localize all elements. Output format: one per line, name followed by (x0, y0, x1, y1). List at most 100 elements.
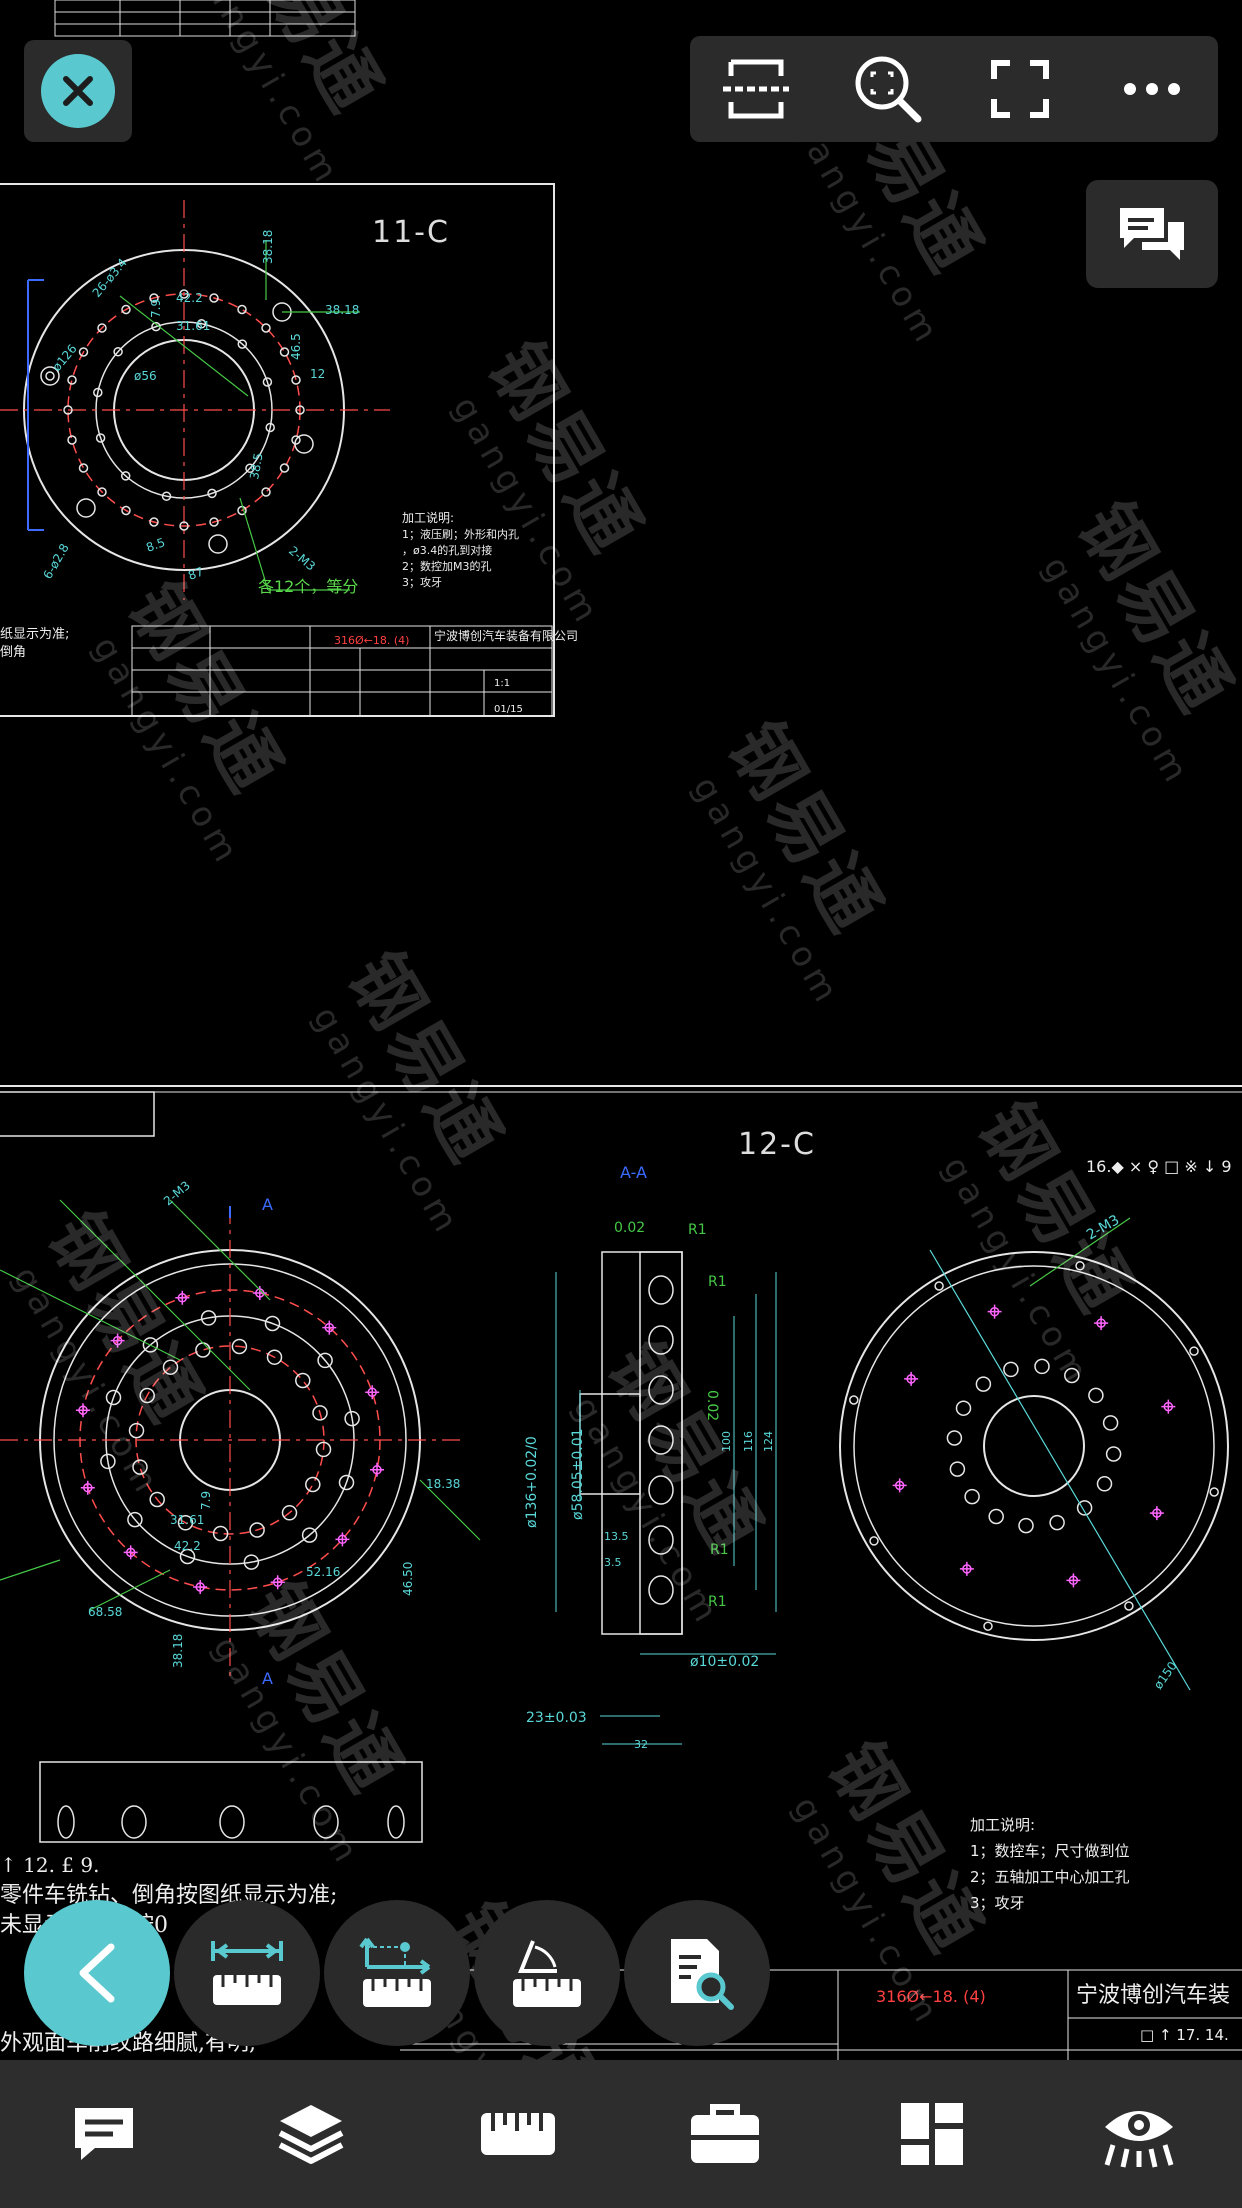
measure-linear-button[interactable] (174, 1900, 320, 2046)
bolt-hole (315, 1441, 332, 1458)
measure-coordinate-icon (359, 1937, 431, 2007)
close-button[interactable] (24, 40, 132, 142)
hole-center-mark (987, 1304, 1002, 1319)
bolt-hole (195, 1342, 211, 1358)
bolt-hole (139, 1387, 155, 1404)
bolt-hole (266, 1349, 283, 1365)
back-button[interactable] (24, 1900, 170, 2046)
sheet1-note-3: 2；数控加M3的孔 (402, 559, 492, 573)
toolbox-button[interactable] (665, 2074, 785, 2194)
hole-center-mark (335, 1532, 350, 1547)
dim-2-m3-right: 2-M3 (1084, 1212, 1122, 1243)
section-view-button[interactable] (711, 44, 801, 134)
tol-dia-58: ø58.05±0.01 (570, 1428, 586, 1520)
dim-38-5: 38.5 (247, 452, 265, 481)
bolt-hole (1105, 1446, 1122, 1462)
bolt-hole (67, 435, 77, 445)
document-search-icon (671, 1939, 734, 2010)
bolt-hole (162, 1359, 179, 1375)
sheet2-title-row: □ ↑ 17. 14. (1140, 2026, 1229, 2044)
measure-angle-button[interactable] (474, 1900, 620, 2046)
dim-52-16: 52.16 (306, 1565, 340, 1579)
bolt-hole (200, 1310, 217, 1326)
bolt-hole (849, 1395, 859, 1405)
bolt-hole (100, 1453, 116, 1470)
layers-icon (278, 2105, 343, 2164)
bolt-hole (291, 375, 301, 385)
sheet1-spacing-note: 各12个，等分 (258, 577, 358, 596)
tol-0-02-side: 0.02 (704, 1390, 720, 1421)
bolt-hole (946, 1430, 963, 1446)
bolt-hole (1209, 1487, 1219, 1497)
measure-coordinate-button[interactable] (324, 1900, 470, 2046)
sheet1-left-note-2: 倒角 (0, 645, 26, 660)
bolt-hole (983, 1621, 993, 1631)
bolt-hole (149, 293, 159, 303)
bolt-hole (869, 1536, 879, 1546)
sheet1-sheet-no: 01/15 (494, 704, 523, 715)
bolt-hole (249, 1522, 265, 1538)
sheet2-section-label: A-A (620, 1163, 647, 1182)
annotation-button[interactable] (44, 2074, 164, 2194)
zoom-fit-button[interactable] (843, 44, 933, 134)
bolt-hole (262, 377, 273, 387)
fullscreen-button[interactable] (975, 44, 1065, 134)
hole-center-mark (959, 1561, 974, 1576)
sheet2-top-right-text: 16.◆ × ♀ □ ※ ↓ 9 (1086, 1157, 1232, 1176)
sheet1-company: 宁波博创汽车装备有限公司 (434, 628, 578, 643)
comments-button[interactable] (1086, 180, 1218, 288)
section-view-icon (723, 59, 789, 119)
bolt-hole (177, 1515, 194, 1531)
dim-2-m3: 2-M3 (286, 544, 318, 574)
bolt-hole (243, 1554, 260, 1570)
tol-13-5: 13.5 (604, 1530, 629, 1543)
bolt-hole (67, 375, 77, 385)
bolt-hole (121, 505, 131, 516)
bolt-hole (949, 1461, 966, 1477)
document-search-button[interactable] (624, 1900, 770, 2046)
toolbox-icon (690, 2104, 759, 2163)
zoom-fit-icon (855, 56, 922, 123)
bolt-hole (212, 1525, 229, 1542)
bolt-hole (105, 1389, 122, 1406)
layout-button[interactable] (872, 2074, 992, 2194)
bolt-hole (237, 304, 247, 315)
bolt-hole (1018, 1517, 1034, 1534)
tol-dia-136: ø136+0.02/0 (524, 1436, 540, 1528)
bolt-hole (113, 346, 123, 357)
bolt-hole (261, 487, 271, 497)
bolt-hole (291, 435, 301, 445)
view-button[interactable] (1079, 2074, 1199, 2194)
cad-drawing-canvas[interactable]: 11-C 38.18 38.18 42.2 31.61 ø56 12 46.5 (0, 0, 1242, 2060)
measure-tools (24, 1900, 784, 2048)
layers-button[interactable] (251, 2074, 371, 2194)
bolt-hole (78, 463, 89, 473)
bolt-hole (1076, 1500, 1093, 1516)
bolt-hole (305, 1476, 321, 1493)
bolt-hole (207, 488, 217, 499)
dim-6-holes: 6-ø2.8 (40, 541, 71, 581)
dim-87: 87 (186, 564, 205, 582)
bolt-hole (97, 487, 107, 497)
bolt-hole (1003, 1361, 1019, 1378)
ruler-button[interactable] (458, 2074, 578, 2194)
sheet1-note-1: 1；液压刷；外形和内孔 (402, 527, 519, 541)
more-button[interactable] (1107, 44, 1197, 134)
bolt-hole (312, 1405, 328, 1421)
sheet1-note-2: ，ø3.4的孔到对接 (402, 543, 492, 557)
annotation-icon (74, 2108, 133, 2160)
bolt-hole (209, 293, 219, 303)
section-marker-bottom: A (262, 1669, 273, 1688)
dim-7-9: 7.9 (199, 1491, 213, 1510)
bolt-hole (955, 1400, 972, 1416)
bolt-hole (128, 1422, 145, 1439)
bolt-hole (265, 422, 275, 433)
section-marker-top: A (262, 1195, 273, 1214)
bolt-hole (1049, 1514, 1065, 1531)
dim-38-18: 38.18 (171, 1634, 185, 1668)
ruler-icon (480, 2113, 555, 2155)
measure-linear-icon (211, 1941, 283, 2005)
hole-center-mark (123, 1545, 138, 1560)
bolt-hole (78, 347, 89, 357)
bolt-hole (1075, 1261, 1085, 1271)
